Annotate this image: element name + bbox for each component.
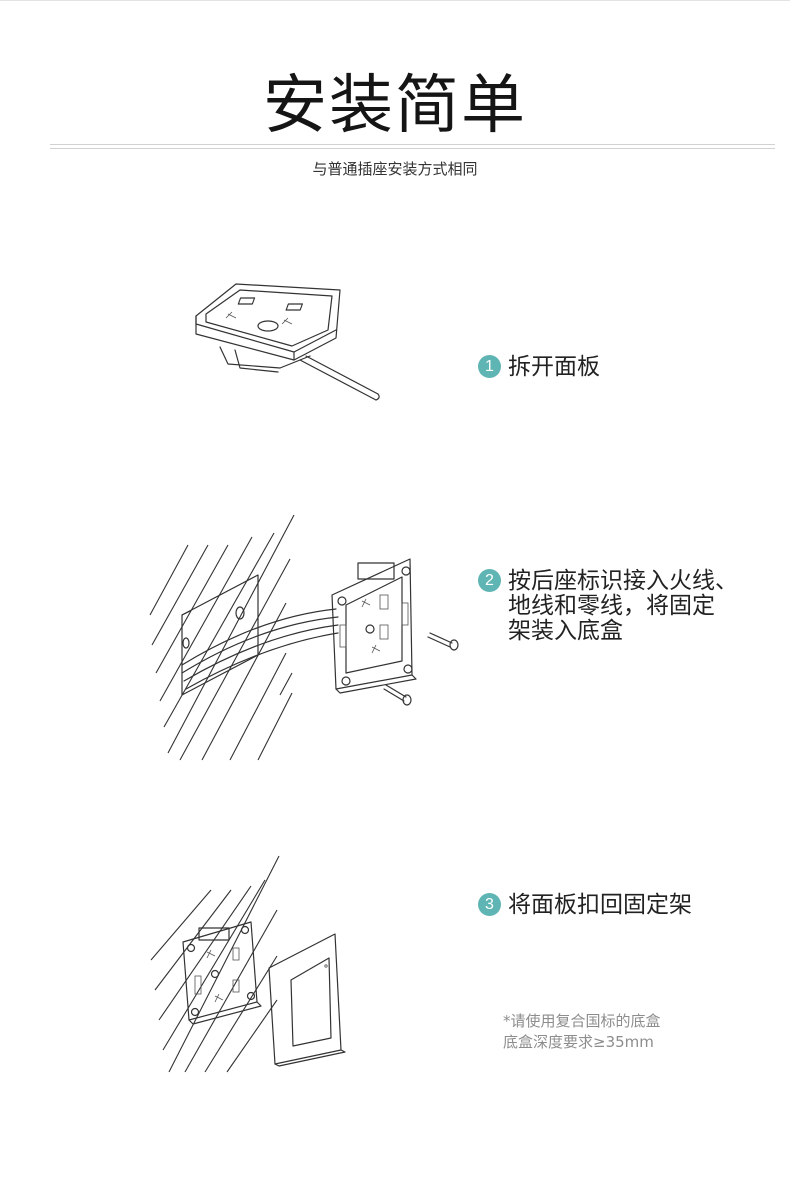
backbox-note: *请使用复合国标的底盒 底盒深度要求≥35mm [503,1012,661,1051]
page-title: 安装简单 [263,69,527,143]
illustration-remove-panel [195,283,380,401]
step-2-text: 按后座标识接入火线、 地线和零线，将固定 架装入底盒 [508,568,738,644]
step-number-badge: 3 [478,893,501,916]
step-3: 3 将面板扣回固定架 [478,893,692,918]
step-3-text: 将面板扣回固定架 [508,892,692,918]
illustration-wiring [149,514,459,761]
step-2: 2 按后座标识接入火线、 地线和零线，将固定 架装入底盒 [478,569,738,644]
step-1: 1 拆开面板 [478,355,600,380]
step-1-text: 拆开面板 [508,354,600,380]
top-border [0,0,790,1]
title-divider-top [50,144,775,145]
illustration-reattach-panel [150,855,346,1073]
step-number-badge: 1 [478,355,501,378]
step-number-badge: 2 [478,569,501,592]
title-divider-bottom [50,148,775,149]
page-subtitle: 与普通插座安装方式相同 [312,160,478,178]
